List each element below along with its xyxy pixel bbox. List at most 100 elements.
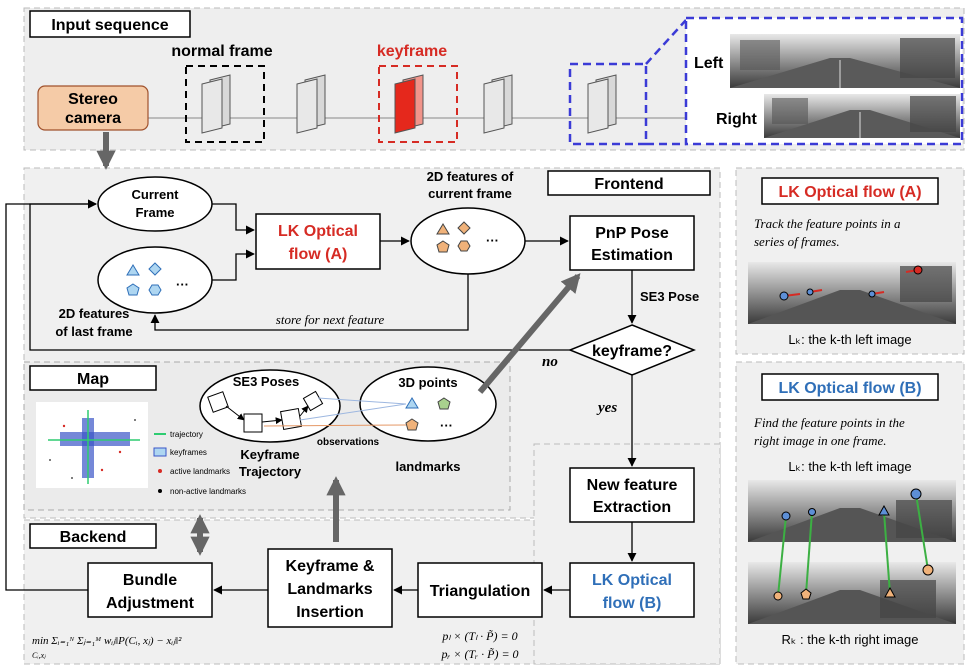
- legend-trajectory: trajectory: [170, 430, 203, 439]
- active-swatch: [158, 469, 162, 473]
- landmarks-label: landmarks: [395, 459, 460, 474]
- triangulation-box: [417, 562, 543, 618]
- features-current-label-1: 2D features of: [427, 169, 514, 184]
- map-legend: trajectory keyframes active landmarks no…: [153, 430, 246, 496]
- no-label: no: [542, 354, 558, 370]
- right-label: Right: [716, 111, 758, 128]
- frame-4: [483, 74, 513, 134]
- pose-links: [225, 405, 309, 425]
- stereo-camera-box: [37, 85, 149, 131]
- panel-a-desc-1: Track the feature points in a: [754, 216, 901, 231]
- triangle-icon: [405, 397, 419, 409]
- map-pointcloud: [36, 402, 148, 488]
- keyframes-swatch: [153, 447, 167, 457]
- pnp-label-1: PnP Pose: [595, 225, 669, 242]
- ba-formula-sub: Cᵢ,xⱼ: [32, 651, 46, 660]
- right-street-image: [764, 94, 960, 138]
- panel-b-desc-1: Find the feature points in the: [753, 415, 905, 430]
- frontend-title-box: [547, 170, 711, 196]
- keyframe-label: keyframe: [377, 43, 447, 60]
- panel-a-desc-2: series of frames.: [754, 234, 840, 249]
- panel-b-left-image: [748, 480, 956, 542]
- lk-b-label-1: LK Optical: [592, 572, 672, 589]
- backend-arrows: [5, 199, 570, 595]
- hexagon-icon: [457, 240, 471, 252]
- keyframe-dash-box: [378, 65, 458, 143]
- frame-keyframe: [394, 74, 424, 134]
- features-current-ellipsis: ···: [486, 233, 499, 248]
- panel-a-title-box: [761, 177, 939, 205]
- triangulation-label: Triangulation: [430, 583, 530, 600]
- panel-a-image: [748, 262, 956, 324]
- se3-poses-label: SE3 Poses: [233, 374, 300, 389]
- kf-insert-label-2: Landmarks: [287, 581, 372, 598]
- store-note: store for next feature: [276, 312, 385, 327]
- ba-box: [87, 562, 213, 618]
- panel-a-caption: Lₖ: the k-th left image: [788, 332, 911, 347]
- input-title: Input sequence: [51, 17, 168, 34]
- features-last-ellipse: [97, 246, 213, 314]
- triangle-icon: [436, 223, 450, 235]
- triangle-icon: [126, 264, 140, 276]
- pose-squares: [207, 390, 324, 433]
- kf-insert-label-1: Keyframe &: [286, 558, 375, 575]
- panel-b-desc-2: right image in one frame.: [754, 433, 887, 448]
- lk-a-label-1: LK Optical: [278, 223, 358, 240]
- keyframe-decision-label: keyframe?: [592, 343, 672, 360]
- current-frame-label-2: Frame: [135, 205, 174, 220]
- correspondence-lines: [777, 493, 929, 597]
- map-title-box: [29, 365, 157, 391]
- current-frame-label-1: Current: [132, 187, 180, 202]
- left-label: Left: [694, 55, 724, 72]
- pentagon-icon: [405, 418, 419, 431]
- panel-b-points: [773, 488, 934, 601]
- 3d-points-ellipsis: ···: [440, 418, 453, 433]
- features-current-ellipse: [410, 207, 526, 275]
- panel-b-title-box: [761, 373, 939, 401]
- new-feature-box: [569, 467, 695, 523]
- input-title-box: [29, 10, 191, 38]
- pentagon-icon: [437, 397, 451, 410]
- frontend-title: Frontend: [594, 176, 663, 193]
- backend-title-box: [29, 523, 157, 549]
- panel-b-caption-bottom: Rₖ : the k-th right image: [781, 632, 918, 647]
- features-last-ellipsis: ···: [176, 277, 189, 292]
- new-feature-label-1: New feature: [587, 477, 678, 494]
- tri-formula-2: pᵣ × (Tᵣ · P̃) = 0: [440, 647, 518, 661]
- frame-1: [201, 74, 231, 134]
- pentagon-icon: [436, 240, 450, 253]
- ba-label-2: Adjustment: [106, 595, 195, 612]
- pnp-label-2: Estimation: [591, 247, 673, 264]
- tri-formula-1: pₗ × (Tₗ · P̃) = 0: [441, 629, 517, 643]
- frame-2: [296, 74, 326, 134]
- ba-formula: min Σᵢ₌₁ᴺ Σⱼ₌₁ᴹ wᵢⱼ‖P(Cᵢ, xⱼ) − xᵢⱼ‖²: [32, 635, 182, 647]
- map-title: Map: [77, 371, 109, 388]
- new-feature-label-2: Extraction: [593, 499, 671, 516]
- ba-label-1: Bundle: [123, 572, 177, 589]
- kf-insert-label-3: Insertion: [296, 604, 364, 621]
- lk-b-label-2: flow (B): [603, 595, 662, 612]
- zoom-line-top: [645, 19, 687, 65]
- diamond-icon: [457, 221, 471, 235]
- backend-title: Backend: [60, 529, 127, 546]
- 3d-points-label: 3D points: [398, 375, 457, 390]
- features-last-label-1: 2D features: [59, 306, 130, 321]
- lk-a-box: [255, 213, 381, 270]
- pentagon-icon: [126, 283, 140, 296]
- lk-a-label-2: flow (A): [289, 246, 348, 263]
- lk-b-box: [569, 562, 695, 618]
- legend-active: active landmarks: [170, 467, 230, 476]
- kf-trajectory-label-1: Keyframe: [240, 447, 299, 462]
- legend-non-active: non-active landmarks: [170, 487, 246, 496]
- stereo-camera-label-2: camera: [65, 110, 121, 127]
- observation-lines: [263, 397, 407, 427]
- panel-b-title: LK Optical flow (B): [778, 380, 921, 397]
- stereo-camera-label-1: Stereo: [68, 91, 118, 108]
- hexagon-icon: [148, 284, 162, 296]
- non-active-swatch: [158, 489, 162, 493]
- pnp-box: [569, 215, 695, 271]
- panel-b-caption-top: Lₖ: the k-th left image: [788, 459, 911, 474]
- panel-a-title: LK Optical flow (A): [778, 184, 921, 201]
- normal-frame-dash-box: [185, 65, 265, 143]
